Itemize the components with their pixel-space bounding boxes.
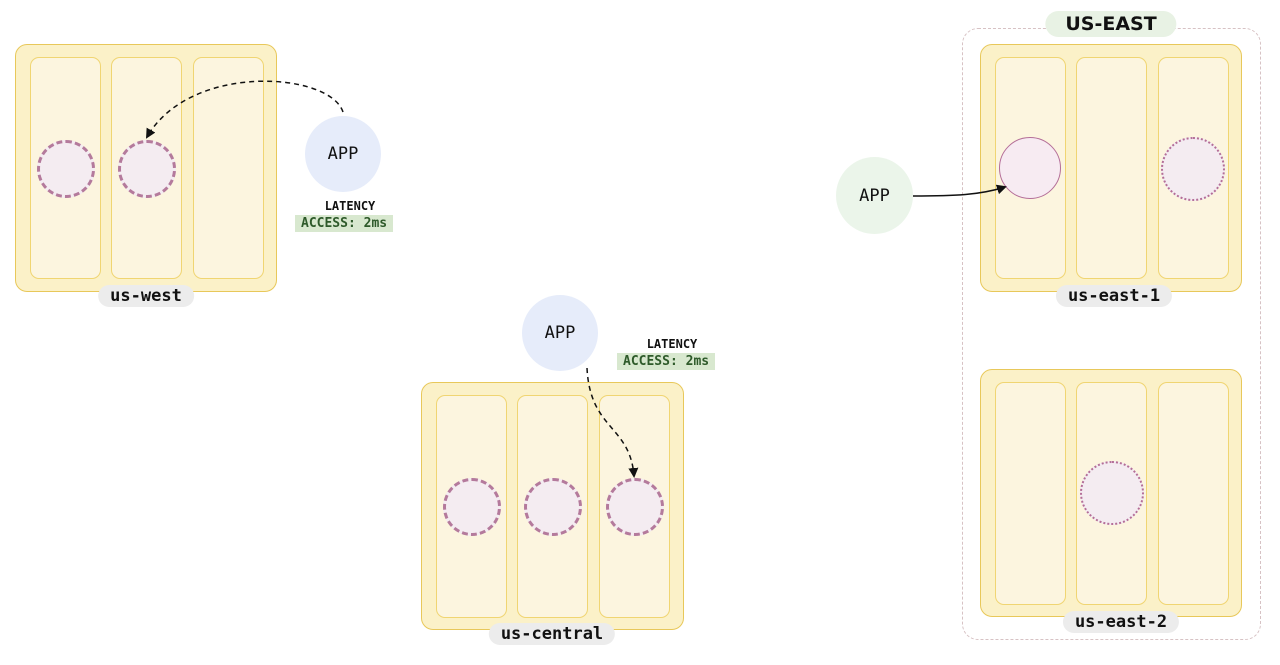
zone-us-east-1-2 [1076, 57, 1147, 279]
latency-value-central: ACCESS: 2ms [617, 353, 716, 370]
replica-us-central-3 [606, 478, 664, 536]
zone-us-east-2-3 [1158, 382, 1229, 605]
zone-us-east-2-1 [995, 382, 1066, 605]
replica-us-central-2 [524, 478, 582, 536]
region-label-us-west: us-west [98, 285, 194, 307]
zone-us-west-3 [193, 57, 264, 279]
app-node-east: APP [836, 157, 913, 234]
region-us-east-2 [980, 369, 1242, 617]
region-label-us-east-2: us-east-2 [1062, 611, 1180, 633]
region-us-west [15, 44, 277, 292]
us-east-group-label: US-EAST [1045, 11, 1177, 37]
replica-us-west-1 [37, 140, 95, 198]
latency-title-west: LATENCY [324, 199, 376, 213]
replica-us-east-2-2 [1080, 461, 1144, 525]
latency-value-west: ACCESS: 2ms [295, 215, 394, 232]
region-us-east-1 [980, 44, 1242, 292]
replica-us-central-1 [443, 478, 501, 536]
app-node-central: APP [522, 295, 598, 371]
replica-us-east-1-3 [1161, 137, 1225, 201]
app-node-west: APP [305, 116, 381, 192]
region-us-central [421, 382, 684, 630]
region-label-us-east-1: us-east-1 [1055, 285, 1173, 307]
region-label-us-central: us-central [488, 623, 616, 645]
replica-us-east-1-primary [999, 137, 1061, 199]
replica-us-west-2 [118, 140, 176, 198]
latency-title-central: LATENCY [646, 337, 698, 351]
